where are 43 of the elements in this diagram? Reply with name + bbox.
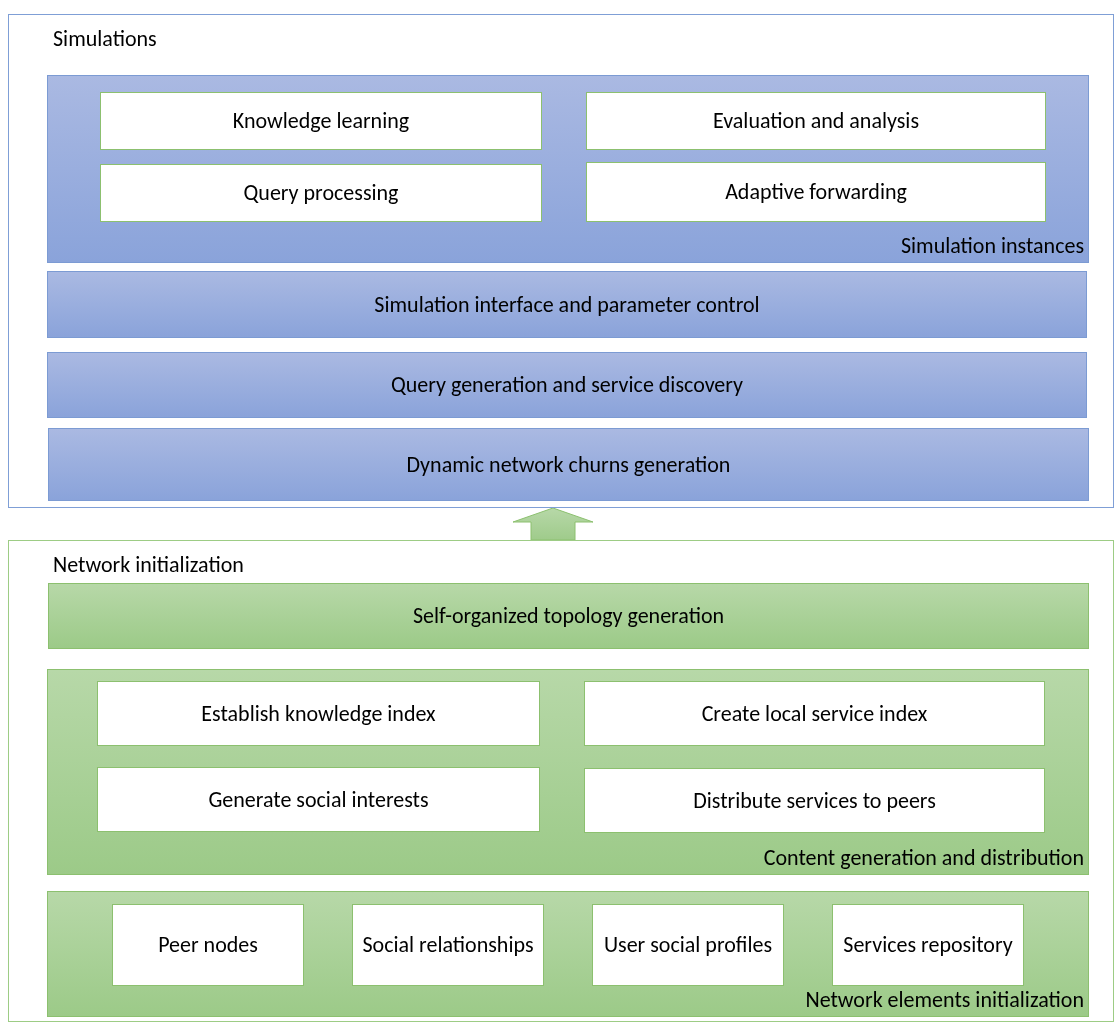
module-box [586,162,1046,222]
layer-title: Simulation instances [900,232,1084,260]
layer-band [47,75,1089,263]
layer-label: Social relationships [361,931,535,959]
layer-label: Evaluation and analysis [711,107,920,135]
layer-label: Adaptive forwarding [724,178,908,206]
layer-band [48,428,1089,501]
layer-label: Peer nodes [157,931,259,959]
panel-heading: Network initialization [53,551,244,579]
layer-label: Knowledge learning [231,107,411,135]
layer-label: Services repository [842,931,1014,959]
module-box [100,164,542,222]
layer-label: Query processing [242,179,400,207]
layer-band [47,891,1089,1017]
module-box [592,904,784,986]
module-box [97,681,540,746]
module-box [586,92,1046,150]
layer-label: Dynamic network churns generation [405,449,732,480]
section-panel [8,540,1114,1022]
layer-band [47,669,1089,875]
layer-label: Query generation and service discovery [389,370,745,400]
panel-heading: Simulations [53,25,157,53]
module-box [100,92,542,150]
module-box [97,767,540,832]
module-box [832,904,1024,986]
layer-title: Network elements initialization [805,986,1084,1014]
layer-label: Generate social interests [207,785,430,814]
layer-label: Create local service index [700,699,929,728]
block-arrow [512,507,594,541]
layer-band [48,583,1089,649]
module-box [584,681,1045,746]
layer-label: Establish knowledge index [200,699,437,728]
module-box [584,768,1045,833]
section-panel [8,14,1114,508]
layer-label: Self-organized topology generation [411,601,726,631]
layer-label: User social profiles [602,931,774,959]
layer-title: Content generation and distribution [763,844,1084,872]
layer-label: Distribute services to peers [692,786,937,815]
module-box [112,904,304,986]
layer-band [47,352,1087,418]
module-box [352,904,544,986]
layer-band [47,271,1087,338]
layer-label: Simulation interface and parameter control [373,289,761,320]
